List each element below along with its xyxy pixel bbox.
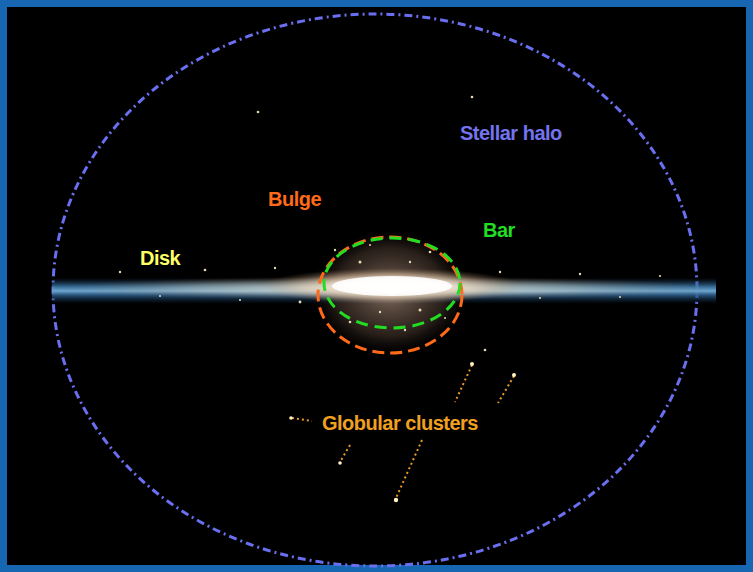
halo-label: Stellar halo — [460, 121, 562, 145]
disk-label: Disk — [140, 246, 180, 270]
bar-label: Bar — [483, 218, 515, 242]
bulge-label: Bulge — [268, 187, 321, 211]
globular-clusters-label: Globular clusters — [322, 411, 478, 435]
